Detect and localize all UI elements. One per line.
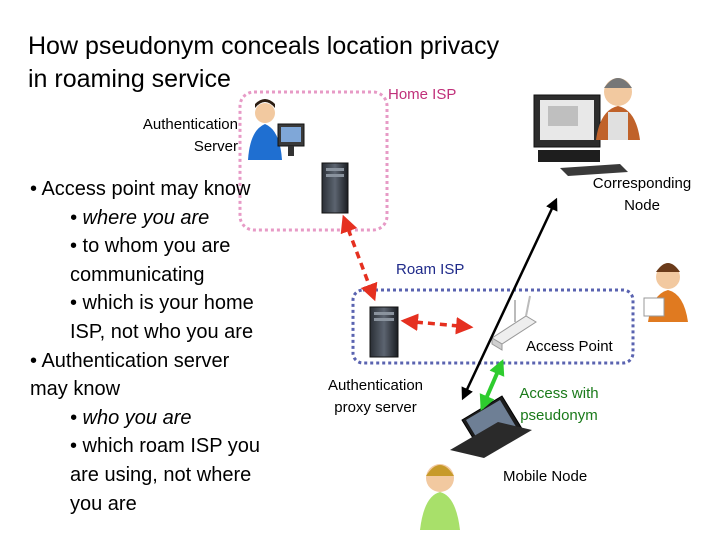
mobile-node-person-icon	[420, 464, 460, 530]
title-line-1: How pseudonym conceals location privacy	[28, 32, 500, 60]
corresponding-node-computer-icon	[533, 94, 628, 176]
roam-server-icon	[369, 306, 399, 358]
roam-ap-arrow	[400, 313, 474, 335]
mobile-node-laptop-icon	[450, 395, 532, 458]
auth-proxy-label-line-2: proxy server	[334, 399, 417, 416]
bullet-item: ISP, not who you are	[70, 320, 254, 343]
roam-isp-label: Roam ISP	[396, 261, 465, 278]
auth-server-label-line-2: Server	[193, 138, 238, 155]
bullet-item: • which is your home	[70, 292, 254, 315]
corresponding-node-person-icon	[596, 78, 640, 140]
laptop-corresponding-arrow	[461, 197, 558, 401]
bullet-item: are using, not where	[70, 463, 252, 486]
access-with-label-line-1: Access with	[519, 385, 599, 402]
bullet-item: may know	[30, 378, 121, 401]
bullet-item: • where you are	[70, 206, 210, 229]
corresponding-node-label: Corresponding Node	[578, 173, 706, 217]
bullet-item: • which roam ISP you	[70, 435, 261, 458]
bullet-item: • Authentication server	[30, 349, 230, 372]
auth-server-label-line-1: Authentication	[142, 116, 238, 133]
bullet-item: you are	[70, 492, 137, 515]
auth-server-person-icon	[248, 99, 305, 160]
bullet-item: • who you are	[70, 406, 192, 429]
access-point-label: Access Point	[526, 338, 613, 355]
auth-proxy-label-line-1: Authentication	[327, 377, 424, 394]
bullet-item: • Access point may know	[30, 178, 251, 200]
auth-server-label: Authentication Server	[100, 114, 238, 158]
auth-proxy-label: Authentication proxy server	[303, 375, 448, 419]
access-with-pseudonym-label: Access with pseudonym	[494, 383, 624, 427]
corresponding-node-label-line-2: Node	[624, 197, 660, 214]
corresponding-node-label-line-1: Corresponding	[592, 175, 692, 192]
bullet-item: communicating	[70, 263, 205, 286]
home-roam-arrow	[340, 214, 378, 302]
bullet-list: • Access point may know • where you are …	[30, 175, 260, 518]
home-isp-boundary	[238, 90, 389, 232]
title-line-2: in roaming service	[28, 65, 231, 93]
page-title: How pseudonym conceals location privacy …	[28, 30, 499, 96]
roaming-user-person-icon	[643, 263, 688, 322]
home-isp-label: Home ISP	[388, 86, 457, 103]
access-with-label-line-2: pseudonym	[520, 407, 598, 424]
bullet-item: • to whom you are	[70, 235, 231, 258]
home-server-icon	[321, 162, 349, 214]
mobile-node-label: Mobile Node	[503, 468, 588, 485]
